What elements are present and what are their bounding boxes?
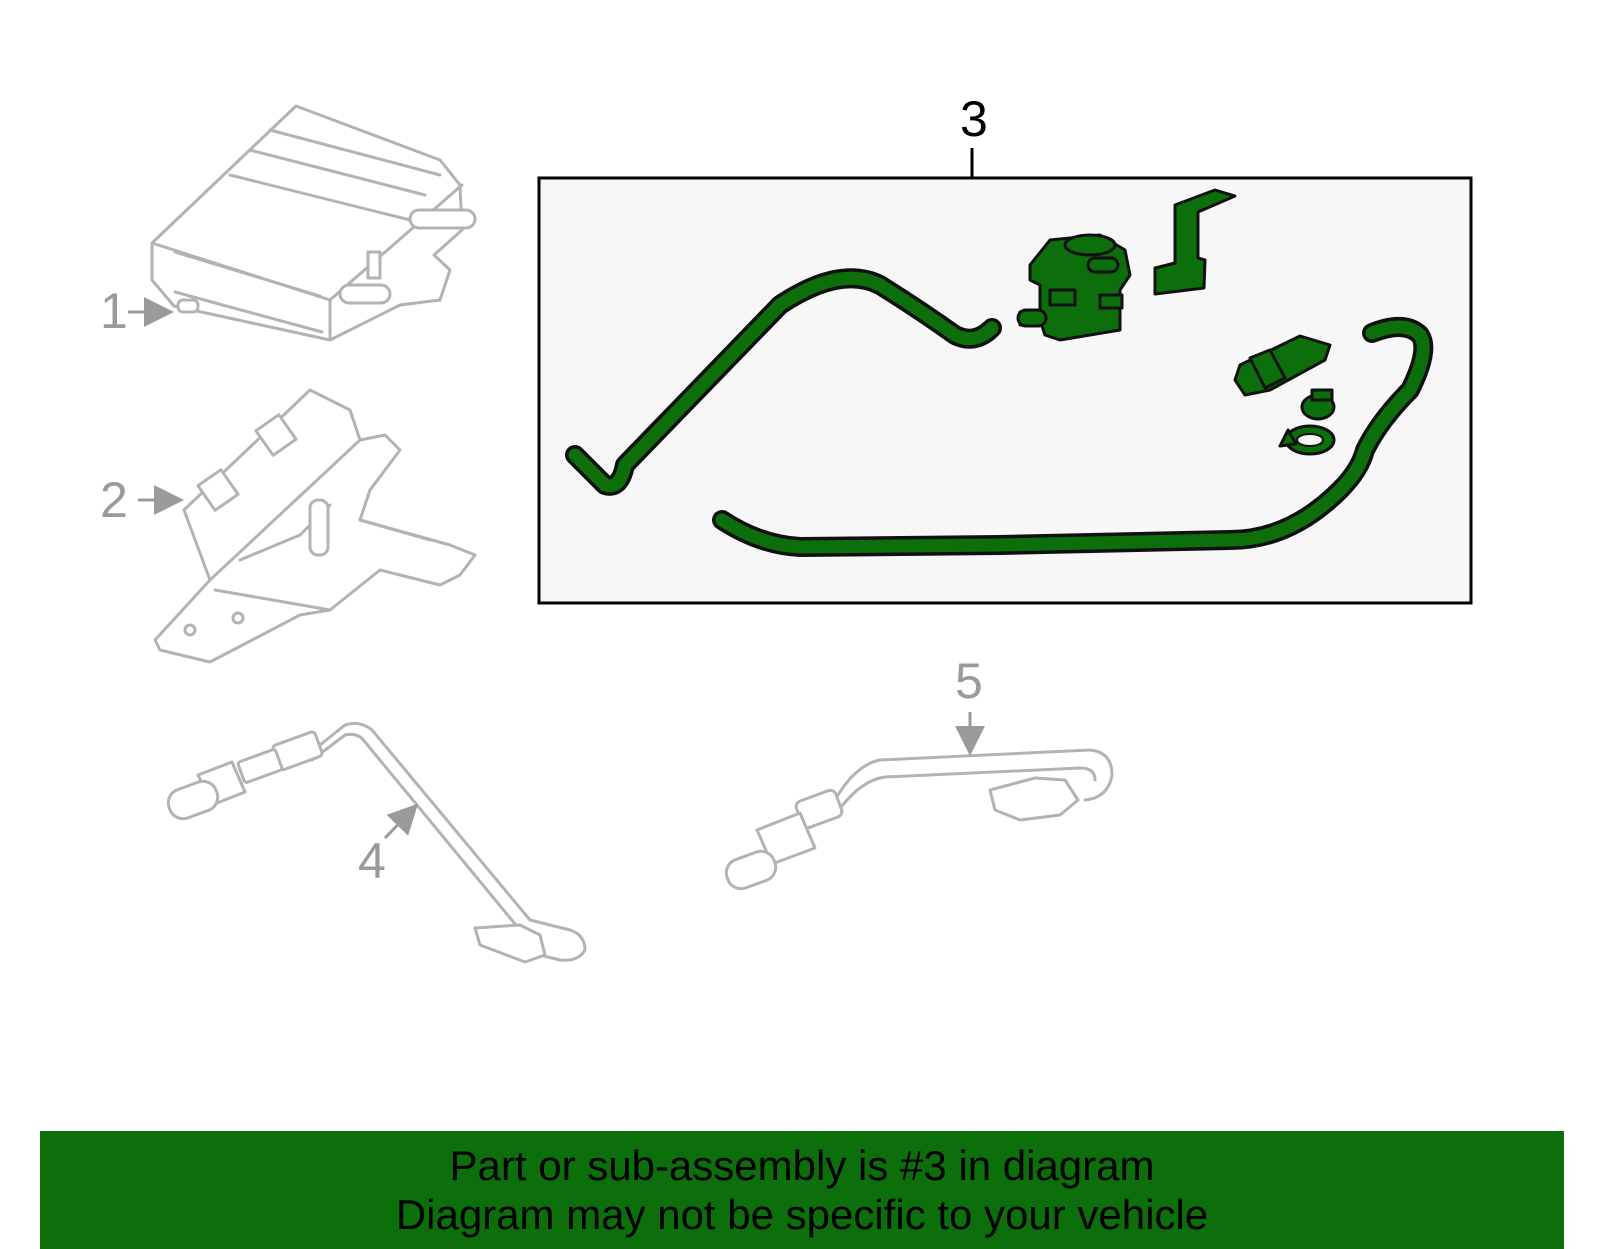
callout-1-label: 1 xyxy=(100,283,128,339)
callout-5: 5 xyxy=(955,653,985,756)
part-2-bracket xyxy=(153,388,477,664)
callout-4-label: 4 xyxy=(358,833,386,889)
callout-5-label: 5 xyxy=(955,653,983,709)
part-4-oxygen-sensor xyxy=(166,721,587,964)
callout-4: 4 xyxy=(358,803,419,889)
hose-clamp xyxy=(1278,388,1336,456)
callout-2-label: 2 xyxy=(100,472,128,528)
mounting-bracket xyxy=(1153,188,1237,296)
upper-vacuum-hose xyxy=(565,268,1002,496)
hose-connector xyxy=(1233,334,1332,397)
callout-1: 1 xyxy=(100,283,174,339)
lower-vacuum-hose xyxy=(712,317,1434,557)
callout-3-label: 3 xyxy=(960,91,988,147)
banner-line-1: Part or sub-assembly is #3 in diagram xyxy=(449,1142,1155,1189)
part-1-canister xyxy=(150,104,477,342)
banner-line-2: Diagram may not be specific to your vehi… xyxy=(395,1191,1209,1238)
part-5-oxygen-sensor xyxy=(724,748,1114,891)
callout-3: 3 xyxy=(960,91,988,177)
part-3-assembly-panel xyxy=(537,176,1473,605)
info-banner: Part or sub-assembly is #3 in diagram Di… xyxy=(40,1131,1564,1249)
callout-2: 2 xyxy=(100,472,184,528)
parts-diagram: 1 2 3 xyxy=(100,91,1473,964)
purge-valve xyxy=(1016,233,1132,342)
